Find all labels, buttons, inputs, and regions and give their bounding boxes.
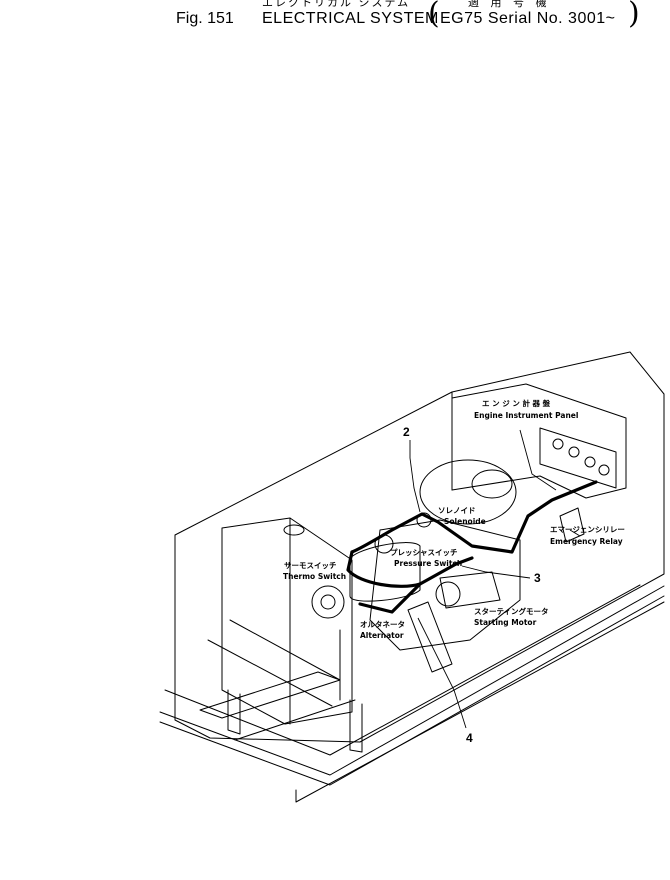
air-cleaner-cap	[471, 469, 513, 499]
base-rail-3	[207, 639, 333, 707]
label-alternator-en: Alternator	[360, 631, 404, 640]
engine-tank	[349, 542, 421, 602]
label-engine-panel-jp: エ ン ジ ン 計 器 盤	[482, 398, 551, 408]
leader-3	[461, 565, 531, 579]
radiator	[221, 517, 353, 725]
starting-motor-body	[439, 571, 501, 609]
label-starting-motor-en: Starting Motor	[474, 618, 537, 627]
instrument-panel-face	[539, 427, 617, 489]
base-frame-lower	[295, 601, 665, 803]
gauge-1	[552, 438, 564, 450]
base-frame-top	[159, 585, 665, 776]
alternator-pulley	[320, 594, 336, 610]
gauge-3	[584, 456, 596, 468]
label-starting-motor-jp: スターティングモータ	[474, 606, 549, 616]
housing-outline	[174, 351, 665, 743]
radiator-leg-2	[349, 699, 363, 753]
serial-japanese: 適 用 号 機	[468, 0, 551, 9]
base-frame-bottom	[159, 595, 665, 786]
title-english: ELECTRICAL SYSTEM	[262, 10, 439, 27]
alternator-body	[311, 585, 345, 619]
label-alternator-jp: オルタネータ	[360, 619, 405, 629]
callout-2: 2	[403, 425, 410, 439]
base-frame-floor	[164, 584, 641, 756]
label-thermo-switch-jp: サーモスイッチ	[284, 561, 337, 570]
gauge-4	[598, 464, 610, 476]
harness-main	[350, 480, 598, 554]
callout-3: 3	[534, 571, 541, 585]
label-solenoid-jp: ソレノイド	[438, 506, 476, 515]
alternator-bracket	[407, 601, 453, 673]
leader-2	[409, 440, 421, 513]
figure-number: Fig. 151	[176, 10, 234, 27]
harness-alternator	[358, 582, 422, 614]
paren-right: )	[628, 0, 640, 31]
gauge-2	[568, 446, 580, 458]
label-emergency-relay-en: Emergency Relay	[550, 537, 623, 546]
starting-motor-end	[435, 581, 461, 607]
label-solenoid-en: Solenoide	[444, 517, 486, 526]
paren-left: (	[428, 0, 440, 31]
base-rail-4	[229, 619, 341, 681]
label-engine-panel-en: Engine Instrument Panel	[474, 411, 578, 420]
serial-english: EG75 Serial No. 3001~	[440, 10, 616, 27]
leader-relay	[569, 529, 581, 537]
leader-panel	[519, 429, 557, 491]
radiator-cap	[283, 524, 305, 536]
label-pressure-switch-en: Pressure Switch	[394, 559, 462, 568]
engine-block	[369, 519, 521, 651]
leader-4	[417, 617, 467, 729]
air-cleaner	[419, 459, 517, 525]
base-rail-1	[199, 671, 341, 719]
instrument-panel-box	[451, 383, 627, 499]
harness-lower	[346, 550, 474, 588]
callout-4: 4	[466, 731, 473, 745]
radiator-leg-1	[227, 689, 241, 735]
title-japanese: エレクトリカル システム	[262, 0, 411, 9]
label-emergency-relay-jp: エマージェンシリレー	[550, 525, 625, 534]
figure-header: エレクトリカル システム 適 用 号 機 Fig. 151 ELECTRICAL…	[0, 0, 670, 40]
label-thermo-switch-en: Thermo Switch	[283, 572, 346, 581]
base-rail-2	[234, 699, 356, 741]
emergency-relay	[559, 507, 585, 543]
label-pressure-switch-jp: プレッシャスイッチ	[390, 547, 458, 557]
